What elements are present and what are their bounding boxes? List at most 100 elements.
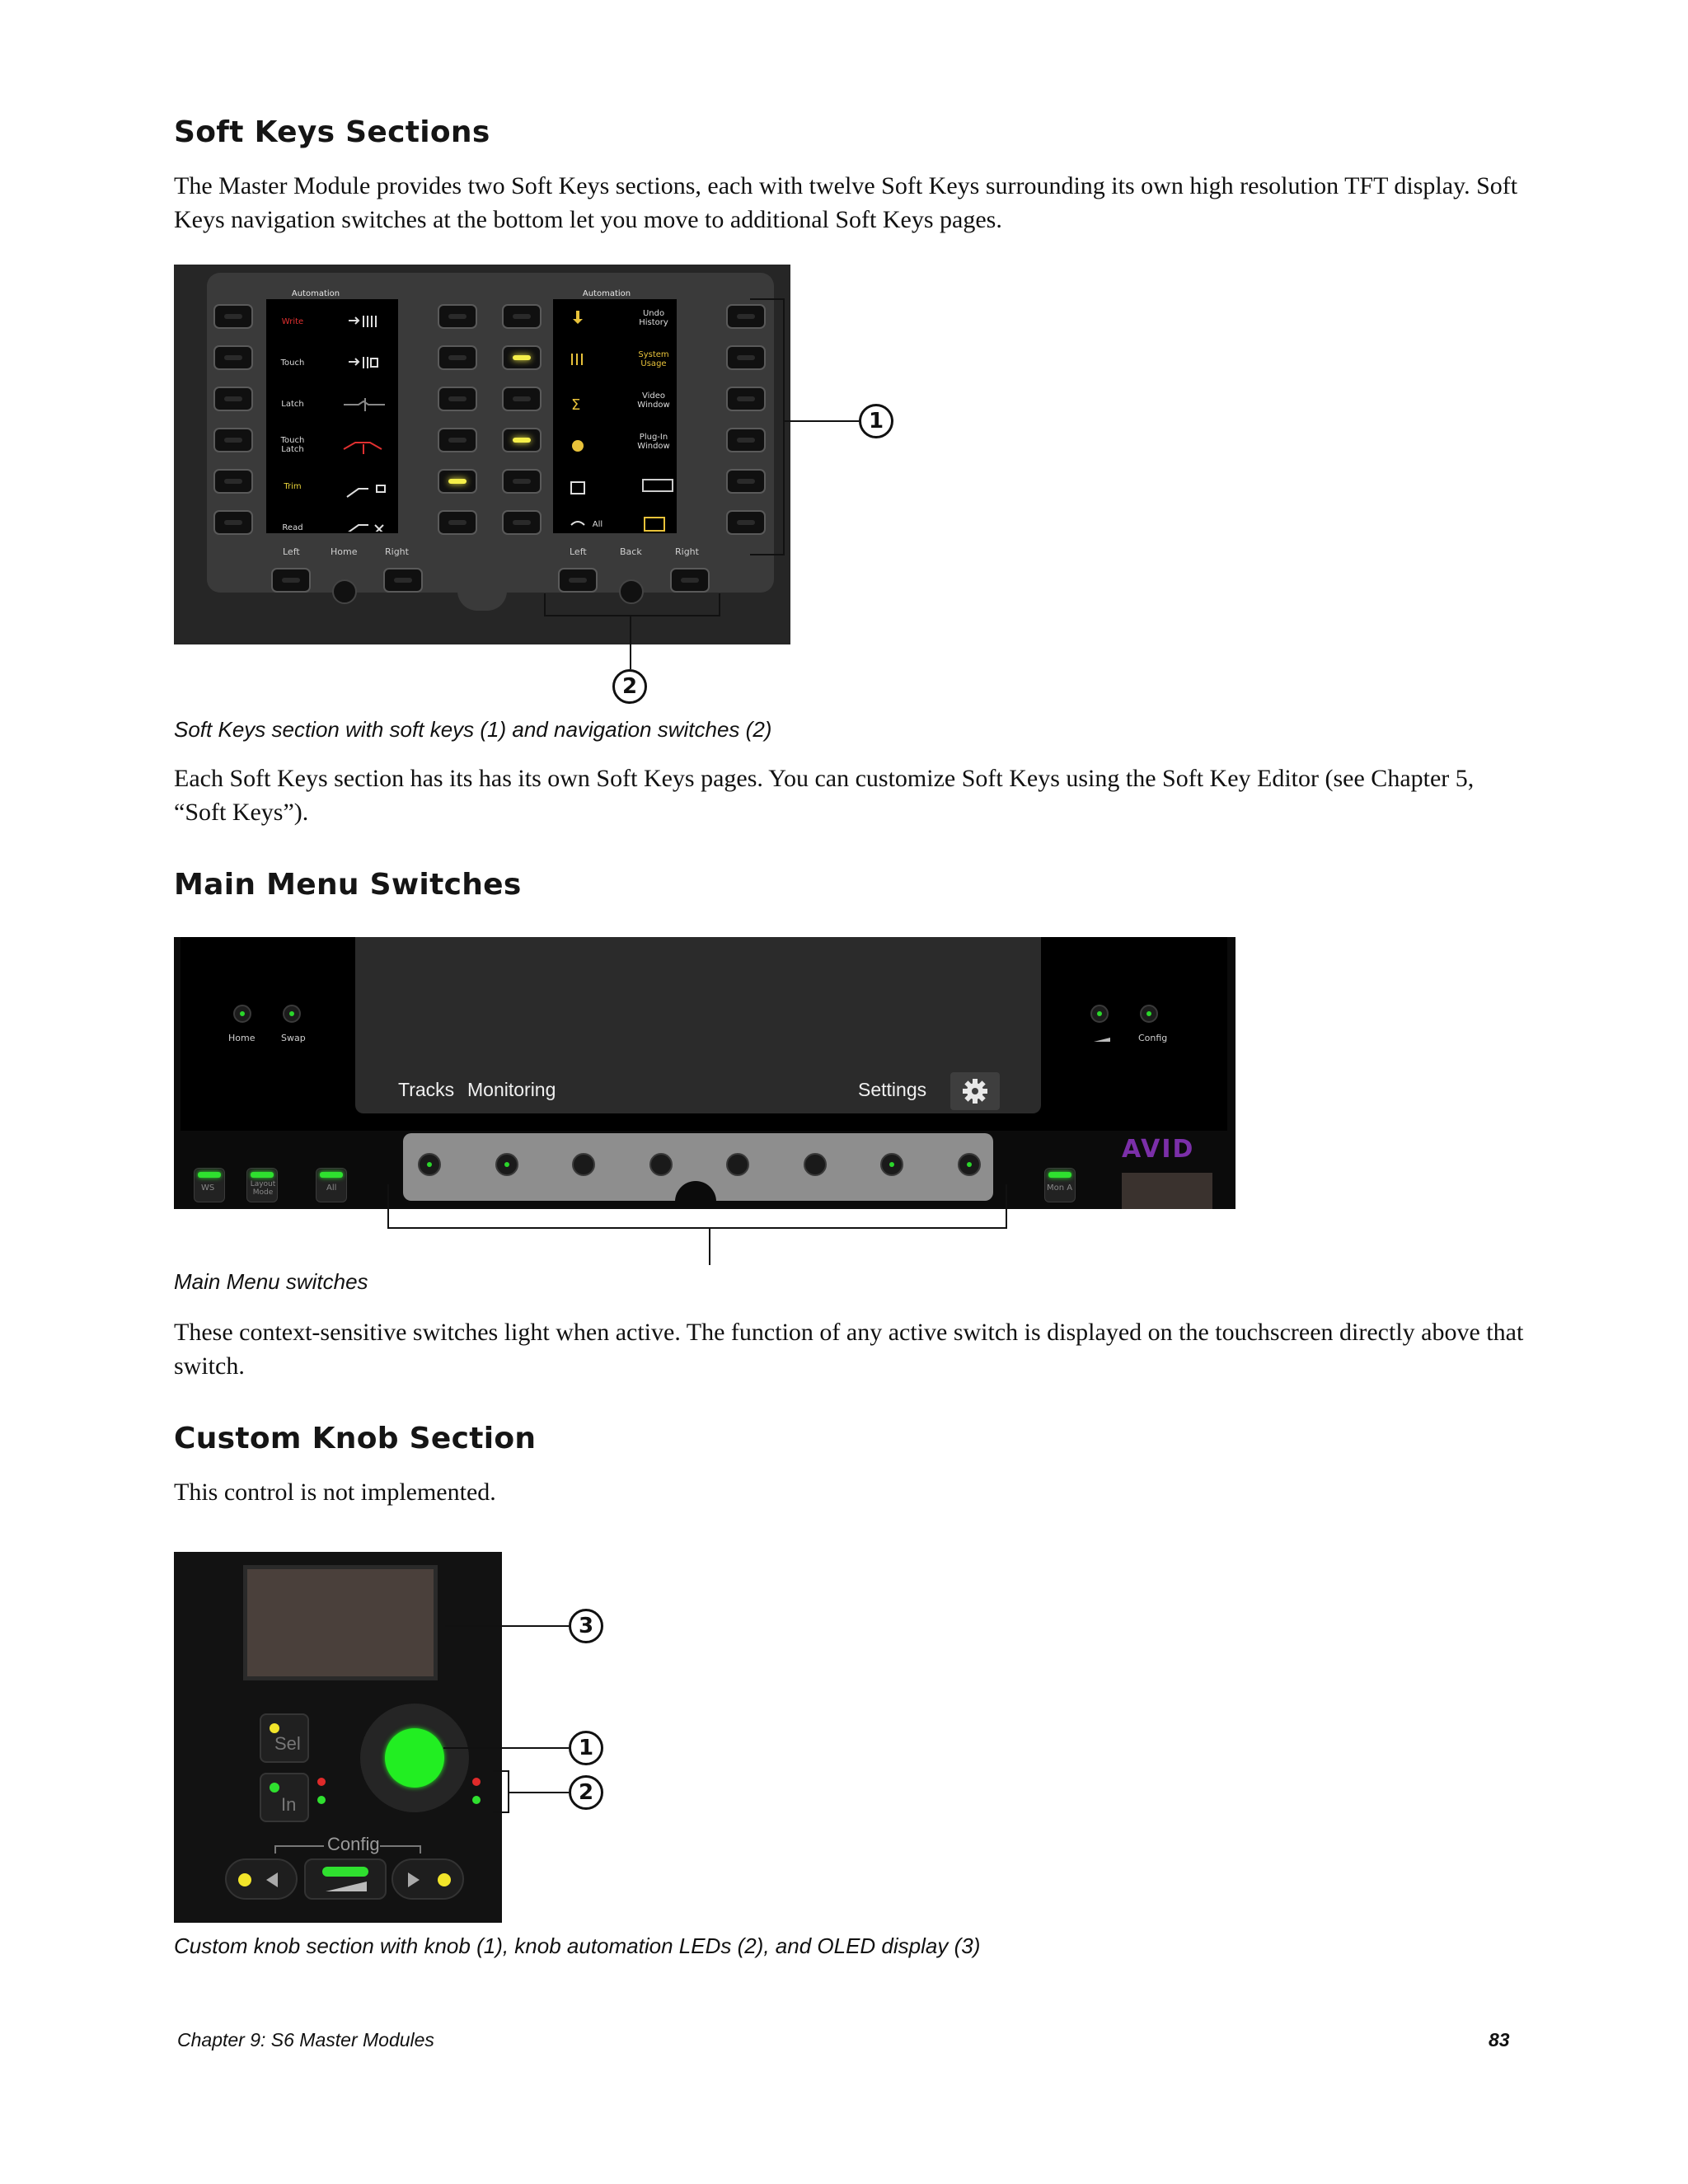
automation-read-label: Read: [282, 523, 303, 532]
main-menu-switch-4[interactable]: [649, 1153, 673, 1176]
nav-right-label: Right: [385, 546, 409, 557]
volume-ramp-icon-knob: [326, 1882, 367, 1891]
soft-keys-caption: Soft Keys section with soft keys (1) and…: [174, 717, 772, 742]
custom-knob-caption: Custom knob section with knob (1), knob …: [174, 1933, 981, 1958]
ws-button[interactable]: WS: [194, 1168, 225, 1202]
automation-tool-icons: Σ: [570, 311, 585, 526]
oled-display: [243, 1565, 438, 1680]
automation-latch-label: Latch: [281, 400, 304, 409]
main-menu-switch-7[interactable]: [880, 1153, 903, 1176]
automation-trim-label: Trim: [284, 482, 302, 491]
soft-key-r11[interactable]: [726, 469, 766, 494]
swap-label: Swap: [281, 1033, 306, 1043]
mon-a-label: Mon A: [1047, 1183, 1073, 1193]
callout-3-oled: 3: [569, 1609, 603, 1643]
settings-gear-icon[interactable]: [950, 1072, 1000, 1110]
all-button[interactable]: All: [316, 1168, 347, 1202]
soft-key-l7[interactable]: [438, 304, 477, 329]
automation-touch-label: Touch: [280, 359, 305, 368]
soft-key-l5[interactable]: [213, 469, 253, 494]
video-window-label: Video Window: [637, 391, 670, 410]
home-button[interactable]: [233, 1005, 251, 1023]
avid-logo: AVID: [1122, 1135, 1195, 1164]
soft-key-r10[interactable]: [726, 428, 766, 452]
callout-1-soft-keys: 1: [859, 404, 893, 438]
config-group-label: Config: [327, 1834, 380, 1854]
sel-button[interactable]: Sel: [260, 1713, 309, 1763]
soft-key-r5[interactable]: [502, 469, 542, 494]
tab-settings[interactable]: Settings: [858, 1079, 927, 1100]
swap-button[interactable]: [283, 1005, 301, 1023]
counter-icon: [644, 517, 665, 532]
tft-title-right: Automation: [582, 289, 631, 298]
soft-key-r2[interactable]: [502, 345, 542, 370]
config-button[interactable]: [1140, 1005, 1158, 1023]
soft-key-r9[interactable]: [726, 387, 766, 411]
nav-home-label: Home: [331, 546, 358, 557]
soft-key-l1[interactable]: [213, 304, 253, 329]
nav-left-label: Left: [283, 546, 300, 557]
automation-touch-latch-label: Touch Latch: [280, 436, 305, 454]
nav-home-knob[interactable]: [332, 579, 357, 604]
in-label: In: [281, 1794, 297, 1815]
soft-key-l6[interactable]: [213, 510, 253, 535]
main-menu-switch-3[interactable]: [572, 1153, 595, 1176]
soft-key-l4[interactable]: [213, 428, 253, 452]
section-heading-soft-keys: Soft Keys Sections: [174, 115, 490, 149]
volume-ramp-icon: [1094, 1038, 1110, 1042]
nav-right-switch[interactable]: [383, 568, 423, 593]
volume-button[interactable]: [1090, 1005, 1109, 1023]
soft-key-r7[interactable]: [726, 304, 766, 329]
window-layout-icon: [642, 479, 673, 492]
config-center-button[interactable]: [304, 1858, 387, 1900]
custom-knob-figure: Sel In Config: [174, 1552, 502, 1923]
soft-key-r6[interactable]: [502, 510, 542, 535]
main-menu-after-text: These context-sensitive switches light w…: [174, 1319, 1524, 1380]
tab-tracks[interactable]: Tracks: [398, 1079, 455, 1100]
undo-history-label: Undo History: [639, 309, 668, 327]
layout-mode-label: Layout Mode: [250, 1180, 276, 1197]
mon-a-button[interactable]: Mon A: [1044, 1168, 1076, 1202]
soft-key-l3[interactable]: [213, 387, 253, 411]
ws-label: WS: [201, 1183, 215, 1193]
section-heading-main-menu: Main Menu Switches: [174, 868, 522, 902]
sel-label: Sel: [274, 1733, 301, 1754]
soft-key-l2[interactable]: [213, 345, 253, 370]
custom-knob[interactable]: [385, 1728, 444, 1788]
config-label: Config: [1138, 1033, 1168, 1043]
system-usage-label: System Usage: [638, 350, 669, 368]
soft-key-r12[interactable]: [726, 510, 766, 535]
soft-key-l8[interactable]: [438, 345, 477, 370]
nav-right-label-r: Right: [675, 546, 699, 557]
soft-key-r1[interactable]: [502, 304, 542, 329]
touchscreen: Tracks Monitoring Settings: [355, 937, 1041, 1113]
nav-right-switch-r[interactable]: [670, 568, 710, 593]
main-menu-switch-6[interactable]: [803, 1153, 827, 1176]
in-button[interactable]: In: [260, 1773, 309, 1822]
nav-back-knob[interactable]: [619, 579, 644, 604]
soft-key-l9[interactable]: [438, 387, 477, 411]
soft-key-l12[interactable]: [438, 510, 477, 535]
callout-1-knob: 1: [569, 1731, 603, 1765]
main-menu-switch-1[interactable]: [418, 1153, 441, 1176]
section-heading-custom-knob: Custom Knob Section: [174, 1422, 537, 1455]
tab-monitoring[interactable]: Monitoring: [467, 1079, 556, 1100]
soft-key-l10[interactable]: [438, 428, 477, 452]
layout-mode-button[interactable]: Layout Mode: [246, 1168, 278, 1202]
right-arrow-icon: [408, 1872, 420, 1887]
main-menu-switch-8[interactable]: [957, 1153, 981, 1176]
knob-automation-led-green: [472, 1796, 481, 1804]
main-menu-switch-2[interactable]: [495, 1153, 518, 1176]
home-label: Home: [228, 1033, 256, 1043]
soft-key-r4[interactable]: [502, 428, 542, 452]
nav-left-switch[interactable]: [271, 568, 311, 593]
soft-key-r8[interactable]: [726, 345, 766, 370]
soft-keys-intro: The Master Module provides two Soft Keys…: [174, 172, 1518, 233]
nav-left-switch-r[interactable]: [558, 568, 598, 593]
main-menu-figure: Tracks Monitoring Settings Home Swap Con…: [174, 937, 1236, 1209]
config-prev-button[interactable]: [225, 1858, 298, 1900]
soft-key-r3[interactable]: [502, 387, 542, 411]
main-menu-switch-5[interactable]: [726, 1153, 749, 1176]
config-next-button[interactable]: [392, 1858, 464, 1900]
soft-key-l11[interactable]: [438, 469, 477, 494]
